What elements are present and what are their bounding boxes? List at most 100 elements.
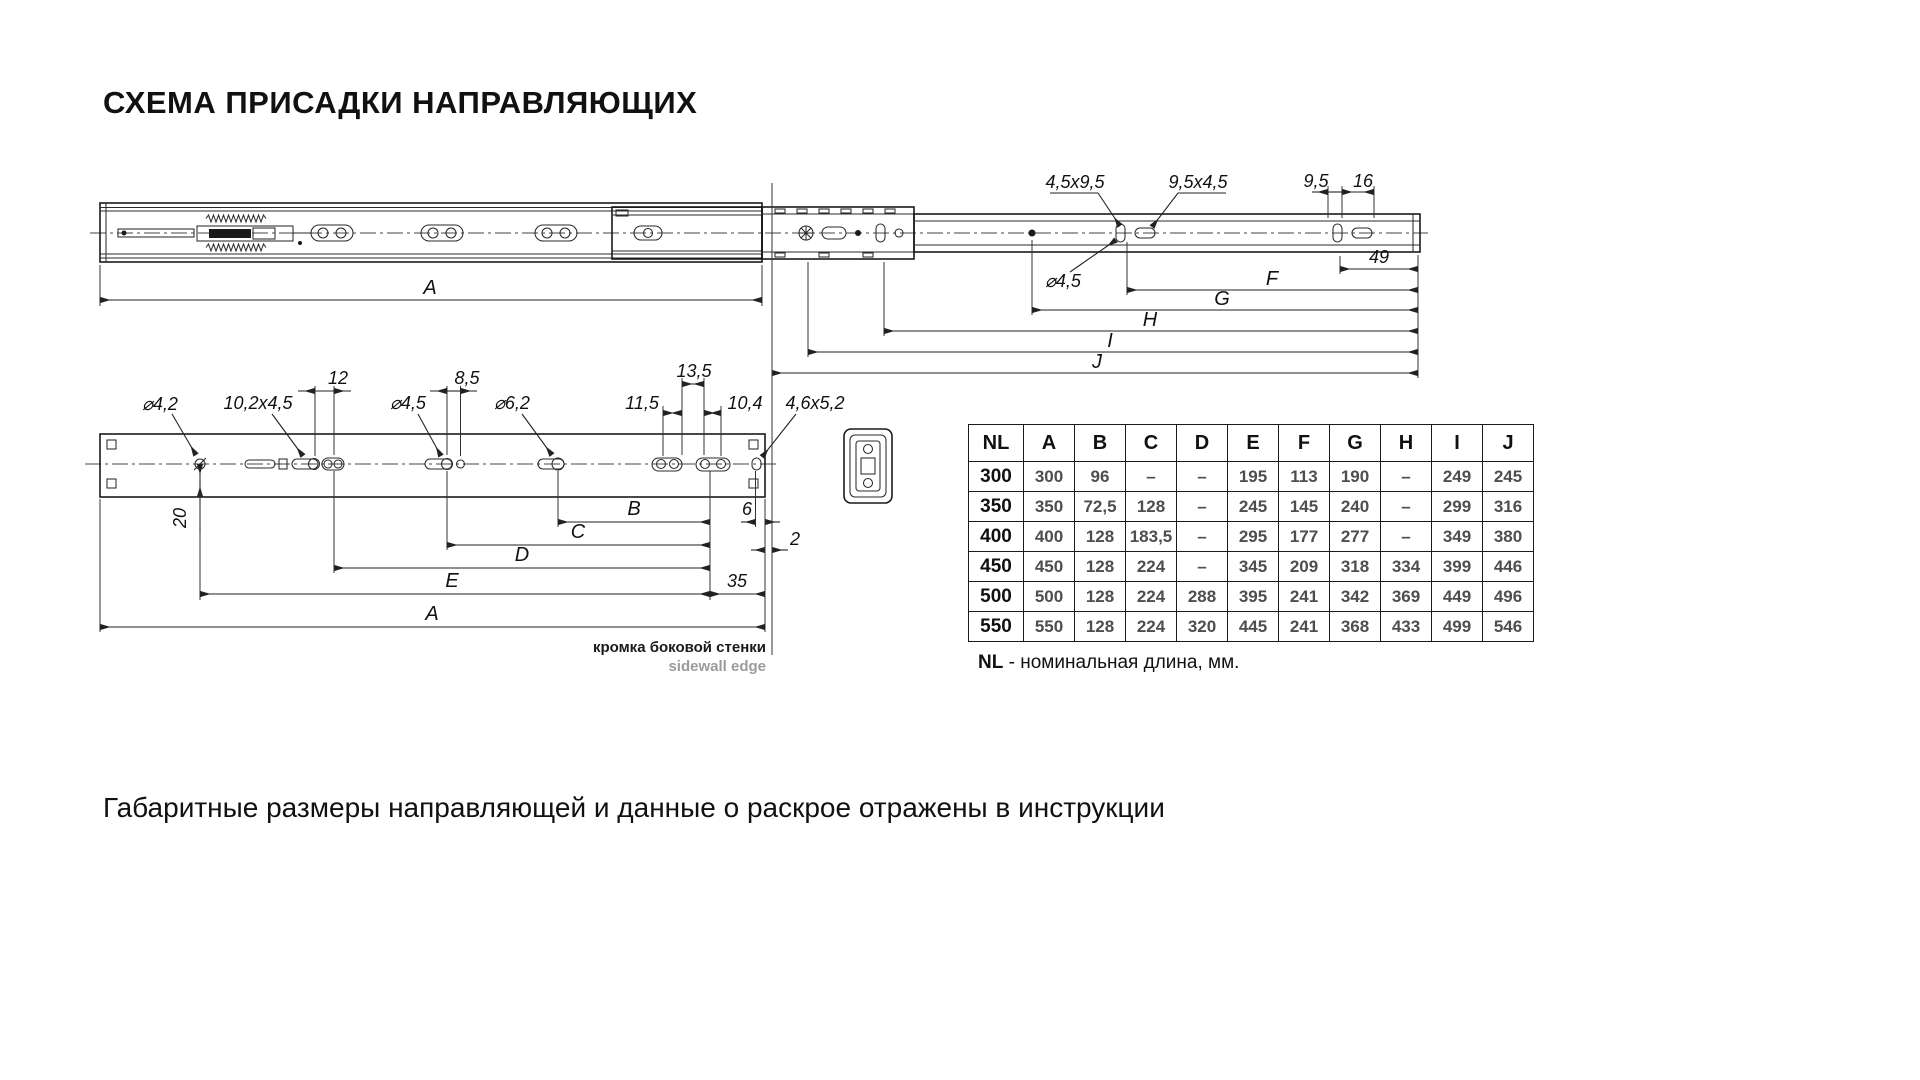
spring-top [205, 213, 267, 224]
table-value-cell: 190 [1329, 461, 1381, 492]
cabinet-slot-1 [310, 224, 354, 242]
footer-text: Габаритные размеры направляющей и данные… [103, 792, 1165, 823]
middle-member [611, 206, 763, 260]
table-header-cell: E [1227, 424, 1279, 462]
table-value-cell: 288 [1176, 581, 1228, 612]
table-value-cell: 449 [1431, 581, 1483, 612]
table-value-cell: 380 [1482, 521, 1534, 552]
table-value-cell: 240 [1329, 491, 1381, 522]
table-value-cell: 224 [1125, 581, 1177, 612]
dim-label-j: J [1091, 351, 1103, 373]
table-value-cell: 195 [1227, 461, 1279, 492]
leader-dia-45 [417, 413, 444, 458]
table-value-cell: 316 [1482, 491, 1534, 522]
table-value-cell: 342 [1329, 581, 1381, 612]
table-value-cell: 400 [1023, 521, 1075, 552]
slot-group-1 [291, 457, 345, 471]
table-note-text: - номинальная длина, мм. [1003, 652, 1240, 673]
table-header-cell: F [1278, 424, 1330, 462]
dim-label-a-bottom: A [424, 603, 438, 625]
drilling-template-view: ⌀4,2 10,2x4,5 ⌀4,5 ⌀6,2 4,6x5,2 12 8,5 [85, 361, 845, 632]
dim-label-slot-102x45: 10,2x4,5 [223, 393, 293, 413]
table-value-cell: 499 [1431, 611, 1483, 642]
dim-label-b: B [627, 498, 640, 520]
table-header-cell: D [1176, 424, 1228, 462]
table-value-cell: 369 [1380, 581, 1432, 612]
table-value-cell: – [1380, 521, 1432, 552]
lock-mechanism [117, 225, 312, 245]
drawer-member [761, 206, 1421, 260]
table-value-cell: 368 [1329, 611, 1381, 642]
dim-label-e: E [445, 570, 459, 592]
table-value-cell: 334 [1380, 551, 1432, 582]
table-value-cell: – [1125, 461, 1177, 492]
slide-cross-section [843, 428, 893, 504]
dim-label-slot-95x45: 9,5x4,5 [1168, 172, 1228, 192]
dim-label-f: F [1266, 268, 1280, 290]
table-value-cell: 183,5 [1125, 521, 1177, 552]
slide-side-view: 4,5x9,5 9,5x4,5 ⌀4,5 9,5 16 A 49 [90, 171, 1428, 378]
table-value-cell: – [1176, 551, 1228, 582]
table-nl-cell: 450 [968, 551, 1024, 582]
dim-label-dia-62: ⌀6,2 [494, 393, 530, 413]
dim-label-a-top: A [422, 277, 436, 299]
table-value-cell: 209 [1278, 551, 1330, 582]
table-value-cell: 445 [1227, 611, 1279, 642]
table-value-cell: 96 [1074, 461, 1126, 492]
table-value-cell: 433 [1380, 611, 1432, 642]
table-header-cell: H [1380, 424, 1432, 462]
dim-label-115: 11,5 [625, 393, 660, 413]
table-value-cell: 349 [1431, 521, 1483, 552]
leader-dia-45-top [1069, 237, 1118, 273]
dim-label-20: 20 [170, 508, 190, 529]
leader-slot-45x95 [1050, 192, 1123, 228]
table-nl-cell: 550 [968, 611, 1024, 642]
dim-label-85: 8,5 [454, 368, 480, 388]
table-value-cell: 345 [1227, 551, 1279, 582]
dim-label-104: 10,4 [727, 393, 762, 413]
leader-dia-62 [521, 413, 555, 457]
table-value-cell: 245 [1482, 461, 1534, 492]
dim-label-dia-45-top: ⌀4,5 [1045, 271, 1082, 291]
dim-label-35: 35 [727, 571, 748, 591]
end-slot-46x52 [751, 457, 762, 471]
table-value-cell: 241 [1278, 611, 1330, 642]
table-header-cell: C [1125, 424, 1177, 462]
table-value-cell: 72,5 [1074, 491, 1126, 522]
cabinet-slot-3 [534, 224, 578, 242]
dim-label-d: D [515, 544, 529, 566]
table-value-cell: 113 [1278, 461, 1330, 492]
leader-slot-46x52 [759, 413, 797, 459]
table-value-cell: 446 [1482, 551, 1534, 582]
table-note-abbr: NL [978, 652, 1004, 673]
table-value-cell: 241 [1278, 581, 1330, 612]
cabinet-slot-2 [420, 224, 464, 242]
dim-label-135: 13,5 [676, 361, 712, 381]
table-value-cell: 224 [1125, 611, 1177, 642]
dim-label-16: 16 [1353, 171, 1374, 191]
table-value-cell: 128 [1074, 581, 1126, 612]
sidewall-edge-label-ru: кромка боковой стенки [593, 639, 766, 656]
table-value-cell: 145 [1278, 491, 1330, 522]
table-value-cell: 299 [1431, 491, 1483, 522]
table-header-cell: B [1074, 424, 1126, 462]
table-nl-cell: 300 [968, 461, 1024, 492]
table-header-cell: J [1482, 424, 1534, 462]
leader-dia-42 [171, 413, 199, 457]
table-value-cell: 450 [1023, 551, 1075, 582]
table-nl-cell: 500 [968, 581, 1024, 612]
table-value-cell: 128 [1074, 551, 1126, 582]
dim-label-49: 49 [1369, 247, 1389, 267]
table-header-cell: NL [968, 424, 1024, 462]
table-value-cell: 177 [1278, 521, 1330, 552]
dim-label-g: G [1214, 288, 1230, 310]
table-value-cell: 128 [1074, 611, 1126, 642]
